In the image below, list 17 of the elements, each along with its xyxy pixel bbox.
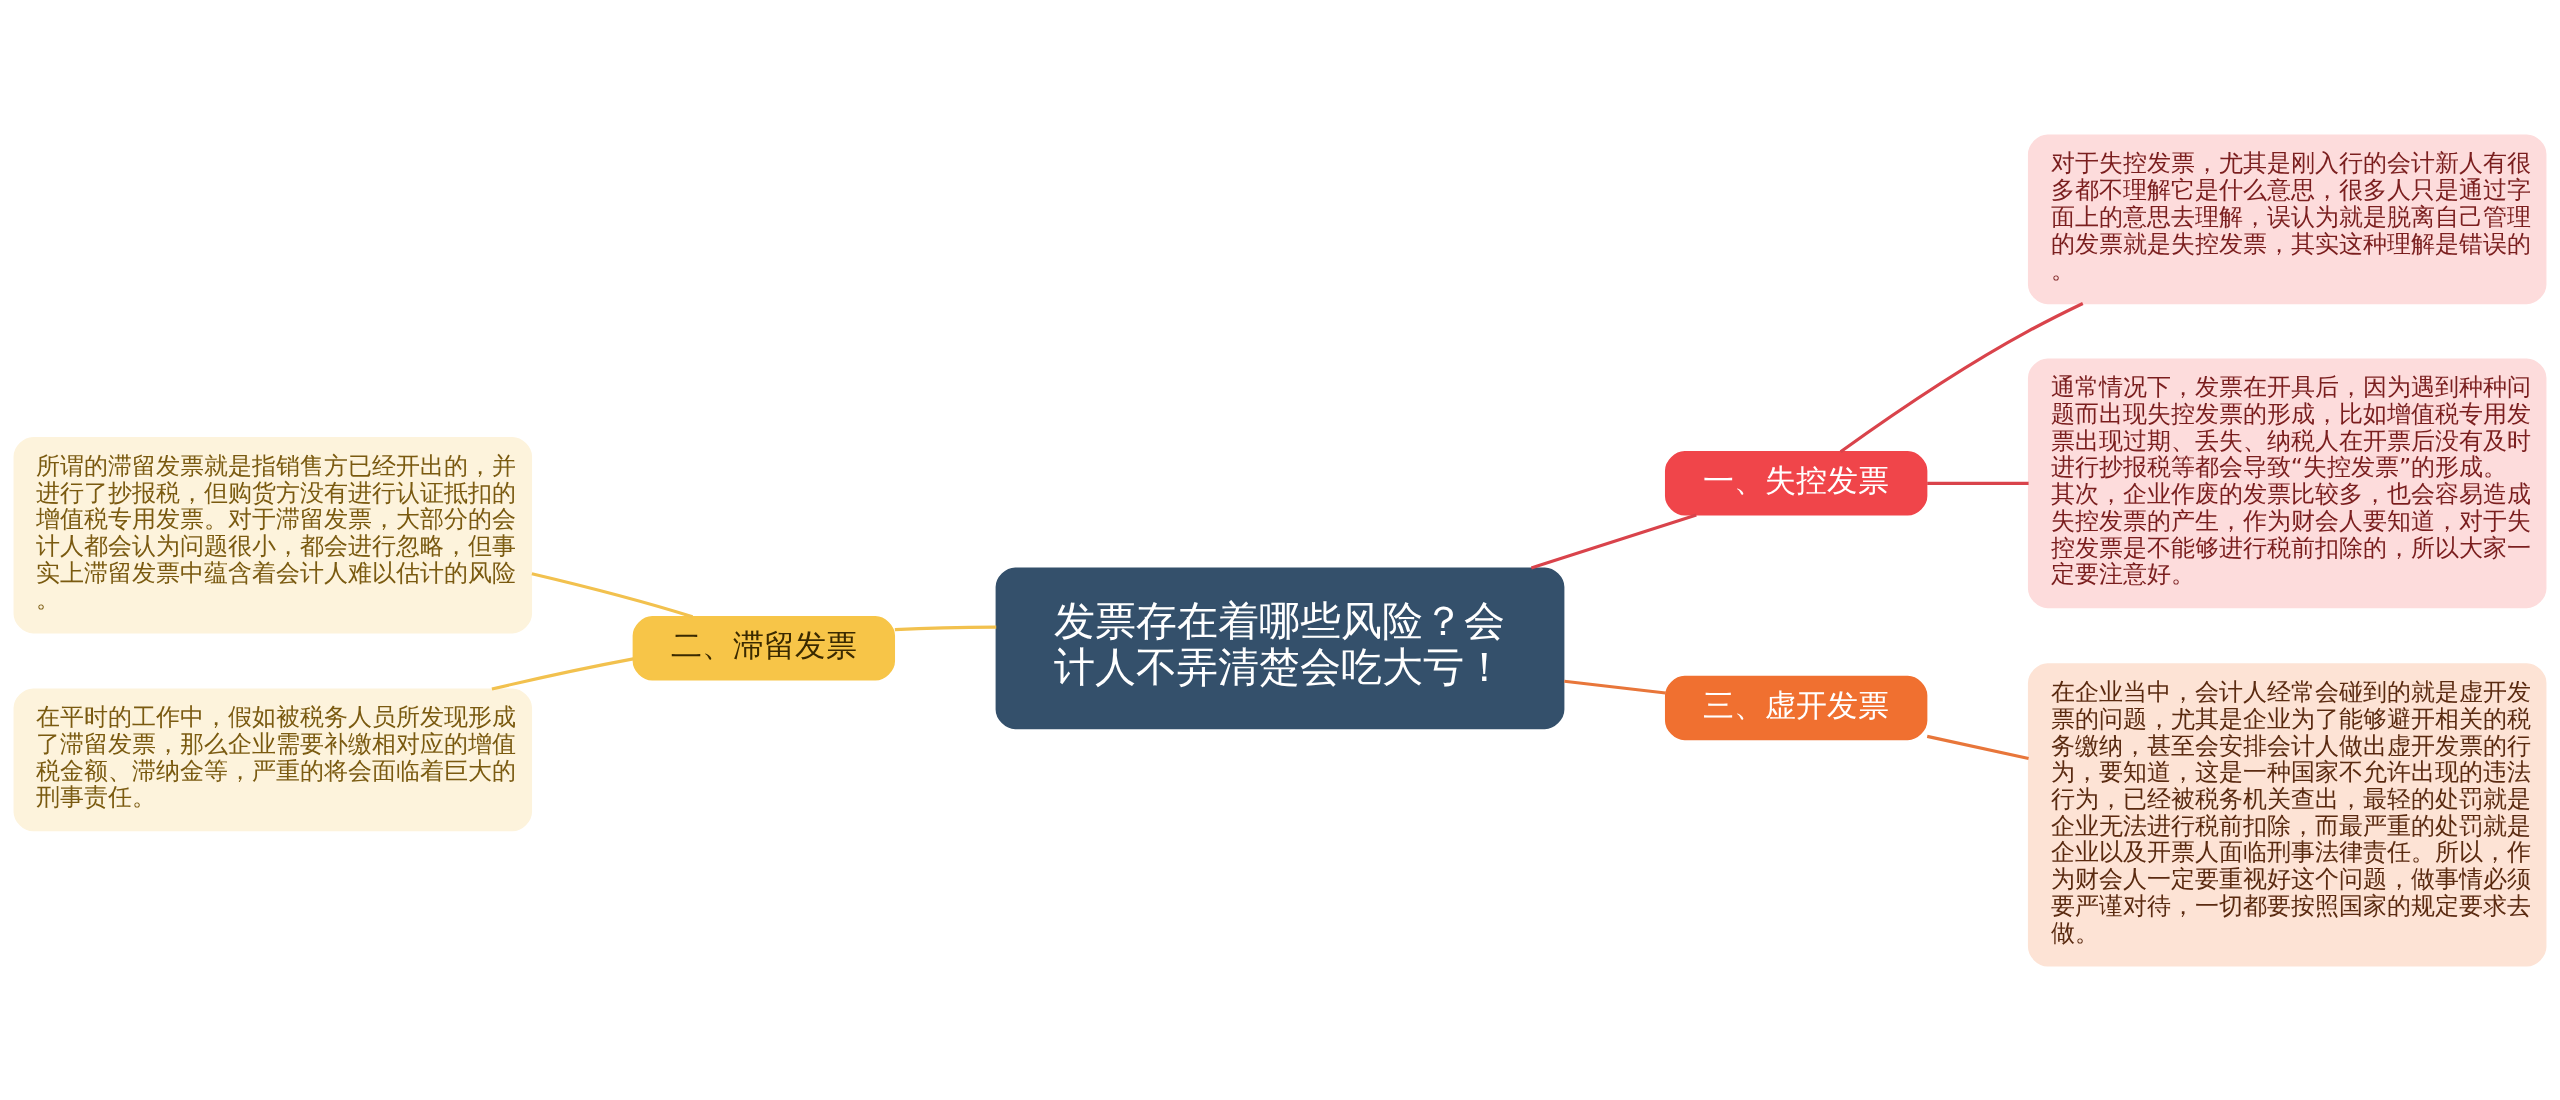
node-box: 在平时的工作中，假如被税务人员所发现形成了滞留发票，那么企业需要补缴相对应的增值税金额、滞纳金等，严重的将会面临着巨大的刑事责任。: [13, 687, 533, 831]
node-box: 通常情况下，发票在开具后，因为遇到种种问题而出现失控发票的形成，比如增值税专用发票出现过期、丢失、纳税人在开票后没有及时进行抄报税等都会导致“失控发票”的形成。其次，企业作废的发票比较多，也会容易造成失控发票的产生，作为财会人要知道，对于失控发票是不能够进行税前扣除的，所以大家一定要注意好。: [2027, 357, 2547, 608]
connector: [1564, 679, 1666, 695]
connector: [894, 625, 997, 631]
connector: [1839, 301, 2084, 453]
node-box: 在企业当中，会计人经常会碰到的就是虚开发票的问题，尤其是企业为了能够避开相关的税务缴纳，甚至会安排会计人做出虚开发票的行为，要知道，这是一种国家不允许出现的违法行为，已经被税务机关查出，最轻的处罚就是企业无法进行税前扣除，而最严重的处罚就是企业以及开票人面临刑事法律责任。所以，作为财会人一定要重视好这个问题，做事情必须要严谨对待，一切都要按照国家的规定要求去做。: [2027, 662, 2547, 966]
connector: [491, 656, 634, 691]
connector: [1926, 734, 2029, 760]
node-box: 所谓的滞留发票就是指销售方已经开出的，并进行了抄报税，但购货方没有进行认证抵扣的增值税专用发票。对于滞留发票，大部分的会计人都会认为问题很小，都会进行忽略，但事实上滞留发票中蕴含着会计人难以估计的风险。: [13, 436, 533, 633]
node-box: 二、滞留发票: [632, 615, 896, 681]
node-box: 一、失控发票: [1664, 450, 1928, 516]
connector: [1927, 481, 2029, 485]
node-box: 发票存在着哪些风险？会计人不弄清楚会吃大亏！: [995, 566, 1565, 729]
node-box: 对于失控发票，尤其是刚入行的会计新人有很多都不理解它是什么意思，很多人只是通过字面上的意思去理解，误认为就是脱离自己管理的发票就是失控发票，其实这种理解是错误的。: [2027, 134, 2547, 304]
connector: [531, 571, 694, 618]
node-box: 三、虚开发票: [1664, 675, 1928, 740]
connector: [1530, 512, 1697, 569]
